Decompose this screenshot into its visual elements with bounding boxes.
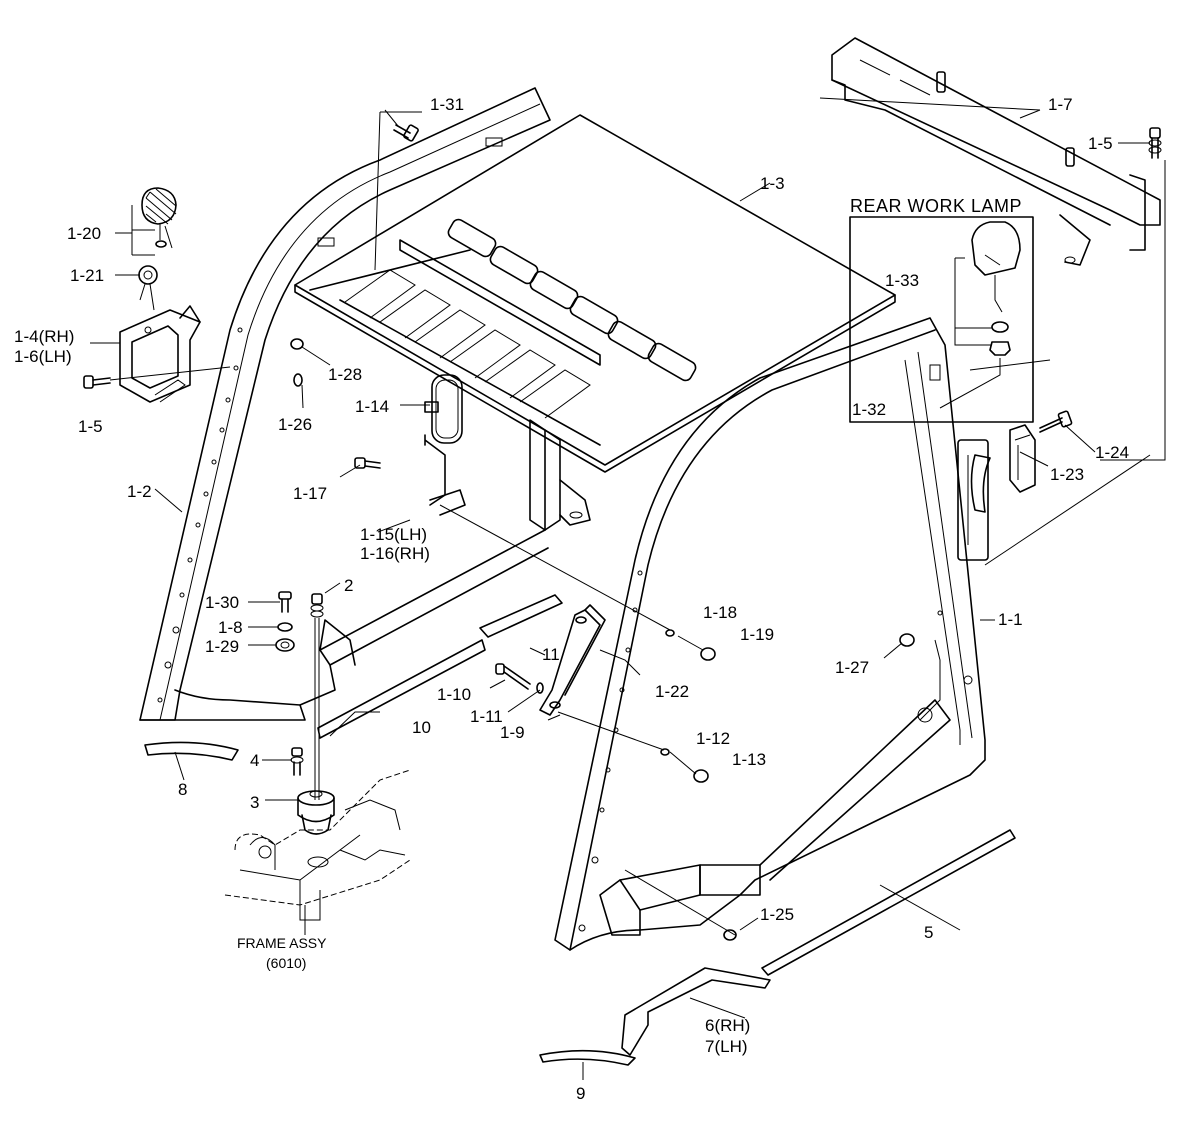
label-1-32: 1-32 bbox=[852, 400, 886, 419]
washer-1-12 bbox=[660, 748, 670, 756]
label-1-28: 1-28 bbox=[328, 365, 362, 384]
bolt-2 bbox=[310, 593, 324, 800]
plug-1-28 bbox=[290, 338, 304, 350]
roof-panel-1-3 bbox=[294, 114, 896, 473]
label-1-18: 1-18 bbox=[703, 603, 737, 622]
bolt-1-31 bbox=[393, 124, 419, 142]
mirror-bracket-assembly bbox=[299, 419, 591, 706]
label-1-15: 1-15(LH) bbox=[360, 525, 427, 544]
washer-1-11 bbox=[536, 682, 544, 694]
label-1-14: 1-14 bbox=[355, 397, 389, 416]
nut-1-13 bbox=[693, 769, 709, 783]
label-1-19: 1-19 bbox=[740, 625, 774, 644]
label-1-7: 1-7 bbox=[1048, 95, 1073, 114]
part-labels: 1-31 1-3 1-7 1-5 1-33 1-32 1-24 1-23 1-2… bbox=[14, 95, 1129, 1103]
label-1-24: 1-24 bbox=[1095, 443, 1129, 462]
plug-1-25 bbox=[723, 929, 737, 941]
label-1-27: 1-27 bbox=[835, 658, 869, 677]
label-3: 3 bbox=[250, 793, 259, 812]
frame-assy-sketch bbox=[224, 769, 411, 921]
label-1-12: 1-12 bbox=[696, 729, 730, 748]
label-2: 2 bbox=[344, 576, 353, 595]
nut-1-29 bbox=[275, 638, 295, 652]
label-1-4: 1-4(RH) bbox=[14, 327, 74, 346]
label-1-10: 1-10 bbox=[437, 685, 471, 704]
rear-work-lamp-box: REAR WORK LAMP bbox=[849, 196, 1034, 423]
mirror-1-14 bbox=[424, 374, 466, 516]
label-1-13: 1-13 bbox=[732, 750, 766, 769]
label-1-9: 1-9 bbox=[500, 723, 525, 742]
label-1-5-left: 1-5 bbox=[78, 417, 103, 436]
label-1-3: 1-3 bbox=[760, 174, 785, 193]
label-7: 7(LH) bbox=[705, 1037, 748, 1056]
frame-assy-label: FRAME ASSY bbox=[237, 935, 327, 951]
label-1-5-right: 1-5 bbox=[1088, 134, 1113, 153]
washer-1-8 bbox=[277, 622, 293, 632]
label-1-22: 1-22 bbox=[655, 682, 689, 701]
strip-10 bbox=[317, 639, 486, 739]
label-1-8: 1-8 bbox=[218, 618, 243, 637]
strip-5 bbox=[761, 829, 1016, 976]
rear-lamp-1-23 bbox=[970, 424, 1036, 513]
pad-9 bbox=[539, 1049, 636, 1066]
bolt-1-5-left bbox=[83, 375, 111, 389]
washer-1-26 bbox=[293, 373, 303, 387]
rubber-mount-3 bbox=[297, 790, 335, 835]
left-post-1-2 bbox=[139, 87, 551, 721]
nut-1-19 bbox=[700, 647, 716, 661]
label-1-16: 1-16(RH) bbox=[360, 544, 430, 563]
work-lamp-1-21 bbox=[138, 265, 158, 311]
label-1-29: 1-29 bbox=[205, 637, 239, 656]
label-1-20: 1-20 bbox=[67, 224, 101, 243]
bolt-4 bbox=[290, 747, 304, 776]
bolt-1-17 bbox=[354, 457, 381, 469]
label-1-25: 1-25 bbox=[760, 905, 794, 924]
bolt-1-5-right bbox=[1148, 127, 1162, 159]
strip-6-7 bbox=[621, 967, 771, 1056]
bolt-1-24 bbox=[1039, 410, 1073, 433]
label-8: 8 bbox=[178, 780, 187, 799]
label-9: 9 bbox=[576, 1084, 585, 1103]
label-1-23: 1-23 bbox=[1050, 465, 1084, 484]
pad-11 bbox=[479, 594, 563, 638]
label-1-33: 1-33 bbox=[885, 271, 919, 290]
bolt-1-10 bbox=[495, 663, 531, 690]
label-1-17: 1-17 bbox=[293, 484, 327, 503]
label-1-31: 1-31 bbox=[430, 95, 464, 114]
pad-8 bbox=[144, 741, 239, 761]
head-lamp-1-20 bbox=[131, 187, 177, 256]
label-1-6: 1-6(LH) bbox=[14, 347, 72, 366]
lamp-guard-1-4 bbox=[119, 305, 201, 403]
label-6: 6(RH) bbox=[705, 1016, 750, 1035]
label-1-30: 1-30 bbox=[205, 593, 239, 612]
label-10: 10 bbox=[412, 718, 431, 737]
label-4: 4 bbox=[250, 751, 259, 770]
rear-work-lamp-title: REAR WORK LAMP bbox=[850, 196, 1022, 216]
label-1-21: 1-21 bbox=[70, 266, 104, 285]
label-1-26: 1-26 bbox=[278, 415, 312, 434]
right-post-1-1 bbox=[554, 317, 989, 951]
label-5: 5 bbox=[924, 923, 933, 942]
leader-lines bbox=[90, 97, 1166, 1080]
label-1-1: 1-1 bbox=[998, 610, 1023, 629]
frame-assy-code: (6010) bbox=[266, 955, 306, 971]
plug-1-27 bbox=[899, 633, 915, 647]
label-1-11: 1-11 bbox=[470, 707, 503, 726]
label-11: 11 bbox=[542, 645, 560, 664]
washer-1-18 bbox=[665, 629, 675, 637]
bracket-1-9 bbox=[539, 604, 606, 716]
bolt-1-30 bbox=[278, 591, 292, 613]
label-1-2: 1-2 bbox=[127, 482, 152, 501]
